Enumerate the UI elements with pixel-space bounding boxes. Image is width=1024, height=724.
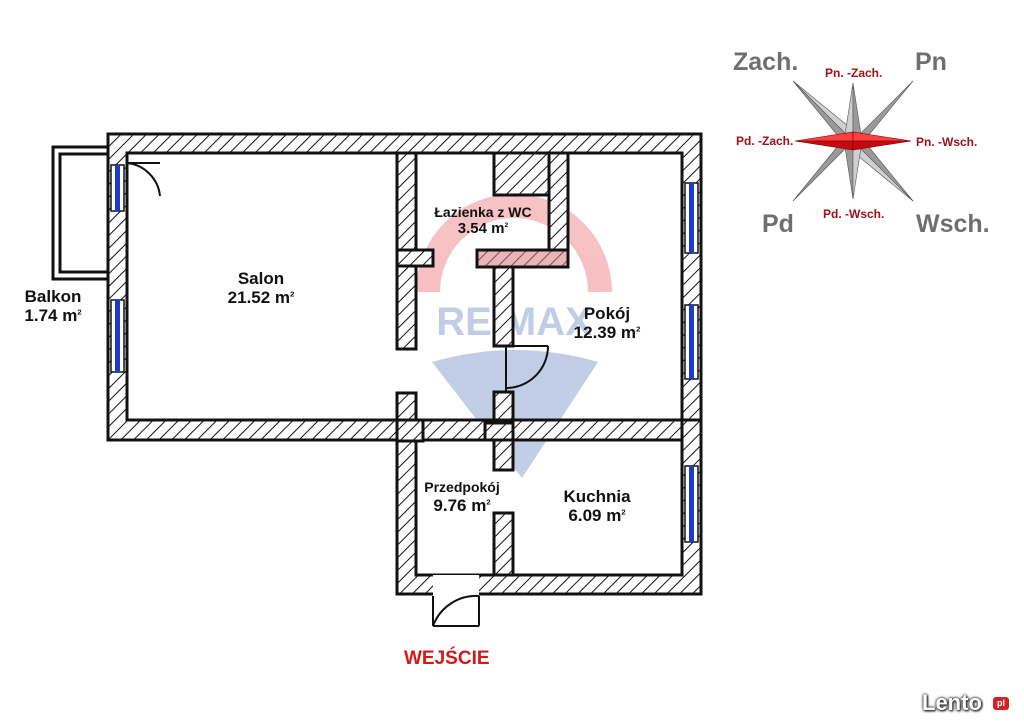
wall-hall-room: [492, 264, 515, 348]
room-label-pokoj: Pokój 12.39 m2: [552, 304, 662, 342]
room-area-balkon: 1.74 m: [24, 306, 78, 326]
openings: [433, 575, 479, 596]
compass-vertical: [843, 82, 863, 200]
door-balcony: [126, 162, 161, 210]
room-label-przedpokoj: Przedpokój 9.76 m2: [413, 479, 511, 515]
wall-salon-bath-stub: [395, 248, 435, 268]
windows: [110, 164, 699, 543]
wall-salon-hall-stub: [395, 418, 425, 443]
wall-stub-kitchen: [483, 421, 515, 442]
walls: [51, 132, 703, 596]
wall-highlighted-lintel: [475, 248, 570, 269]
room-label-kuchnia: Kuchnia 6.09 m2: [542, 487, 652, 525]
lento-logo: Lento: [922, 690, 982, 715]
compass-label-pd-wsch: Pd. -Wsch.: [823, 207, 885, 221]
room-area-przedpokoj: 9.76 m: [433, 495, 487, 515]
compass-diagonals: [792, 80, 914, 202]
room-label-salon: Salon 21.52 m2: [206, 269, 316, 307]
wall-room-kitchen: [492, 418, 684, 442]
room-area-salon: 21.52 m: [227, 288, 291, 308]
wall-hall-kitchen: [492, 511, 515, 577]
compass-label-pn-wsch: Pn. -Wsch.: [916, 135, 978, 149]
room-area-kuchnia: 6.09 m: [568, 506, 622, 526]
opening-entrance: [433, 575, 479, 596]
room-area-lazienka: 3.54 m: [457, 219, 505, 237]
compass-label-pn-zach: Pn. -Zach.: [825, 66, 883, 80]
door-entrance: [432, 594, 480, 627]
compass-label-zach: Zach.: [733, 48, 799, 76]
compass-label-pd: Pd: [762, 210, 794, 238]
room-name-pokoj: Pokój: [583, 304, 631, 323]
door-pokoj: [505, 345, 549, 392]
room-name-balkon: Balkon: [24, 287, 82, 306]
room-name-lazienka: Łazienka z WC: [434, 204, 532, 220]
compass-label-pn: Pn: [915, 48, 947, 76]
room-area-pokoj: 12.39 m: [573, 323, 637, 343]
compass-label-pd-zach: Pd. -Zach.: [736, 134, 794, 148]
balcony-rail: [58, 152, 110, 274]
room-name-salon: Salon: [237, 269, 285, 288]
lento-badge: pl: [993, 697, 1009, 710]
room-name-kuchnia: Kuchnia: [563, 487, 631, 506]
compass-label-wsch: Wsch.: [916, 210, 990, 238]
room-label-lazienka: Łazienka z WC 3.54 m2: [416, 204, 550, 237]
wall-bath-right: [547, 151, 570, 252]
doors: [126, 162, 549, 627]
room-name-przedpokoj: Przedpokój: [424, 479, 500, 495]
compass-horizontal: [794, 131, 912, 151]
compass-rose: [792, 80, 914, 202]
entrance-label: WEJŚCIE: [404, 648, 490, 669]
room-label-balkon: Balkon 1.74 m2: [8, 287, 98, 325]
